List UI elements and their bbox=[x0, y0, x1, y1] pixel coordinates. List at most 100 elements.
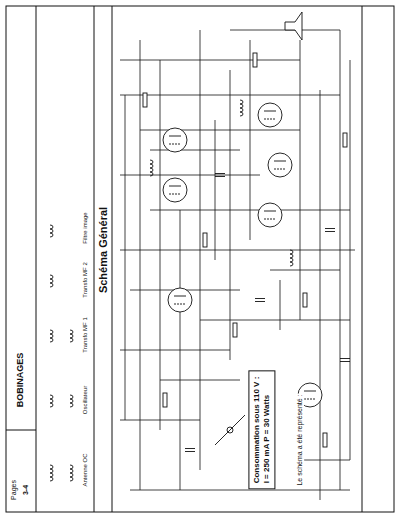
text-label: Le schéma a été représenté : bbox=[296, 393, 304, 486]
coil-winding bbox=[70, 395, 73, 399]
tube-electrode bbox=[274, 161, 286, 162]
switch-blade bbox=[215, 430, 230, 445]
wire bbox=[340, 30, 341, 490]
coil-winding bbox=[50, 225, 53, 229]
resistor-symbol bbox=[253, 53, 257, 67]
coil-winding bbox=[70, 334, 73, 338]
capacitor-symbol bbox=[325, 231, 335, 232]
wire bbox=[270, 270, 340, 271]
capacitor-symbol bbox=[185, 451, 195, 452]
coil-winding bbox=[50, 395, 53, 399]
tube-electrode bbox=[169, 186, 181, 187]
coil-winding bbox=[50, 403, 53, 407]
coil-winding bbox=[50, 465, 53, 469]
wire bbox=[300, 460, 350, 461]
coil-winding bbox=[50, 330, 53, 334]
resistor-symbol bbox=[343, 133, 347, 147]
tube-electrode bbox=[264, 211, 276, 212]
coil-winding bbox=[150, 168, 153, 172]
wire bbox=[320, 90, 321, 500]
coil-winding bbox=[50, 229, 53, 233]
wire bbox=[230, 70, 231, 360]
wire bbox=[125, 95, 126, 420]
tube-electrode bbox=[304, 391, 316, 392]
coil-winding bbox=[50, 473, 53, 477]
text-label: Filtre image bbox=[82, 211, 89, 244]
capacitor-symbol bbox=[340, 358, 350, 359]
wire bbox=[120, 175, 260, 176]
coil-winding bbox=[70, 399, 73, 403]
tube-grid bbox=[304, 399, 316, 400]
frame-divider bbox=[6, 430, 36, 431]
note-box: Consommation sous 110 V :I = 250 mA P = … bbox=[248, 371, 275, 490]
coil-winding bbox=[70, 477, 73, 481]
coil-winding bbox=[50, 283, 53, 287]
coil-winding bbox=[70, 465, 73, 469]
coil-winding bbox=[70, 473, 73, 477]
text-label: Oscillateur bbox=[82, 385, 89, 415]
tube-grid bbox=[264, 219, 276, 220]
text-label: Pages bbox=[10, 479, 18, 501]
speaker-symbol bbox=[285, 12, 302, 40]
coil-winding bbox=[150, 172, 153, 176]
coil-winding bbox=[50, 275, 53, 279]
wire bbox=[300, 40, 301, 320]
coil-winding bbox=[240, 100, 243, 104]
frame-divider bbox=[112, 6, 113, 512]
coil-winding bbox=[70, 330, 73, 334]
coil-winding bbox=[50, 399, 53, 403]
tube-grid bbox=[169, 144, 181, 145]
wire bbox=[200, 320, 350, 321]
tube-envelope bbox=[168, 288, 192, 312]
page-frame bbox=[6, 6, 394, 512]
capacitor-symbol bbox=[255, 301, 265, 302]
wire bbox=[280, 280, 281, 330]
coil-winding bbox=[240, 104, 243, 108]
coil-winding bbox=[290, 262, 293, 266]
resistor-symbol bbox=[203, 233, 207, 247]
tube-envelope bbox=[268, 153, 292, 177]
coil-winding bbox=[70, 338, 73, 342]
text-label: Antenne OC bbox=[82, 452, 89, 487]
coil-winding bbox=[50, 338, 53, 342]
coil-winding bbox=[50, 334, 53, 338]
wire bbox=[120, 350, 230, 351]
tube-electrode bbox=[169, 136, 181, 137]
tube-grid bbox=[174, 304, 186, 305]
frame-divider bbox=[94, 6, 95, 512]
text-label: 3-4 bbox=[22, 484, 30, 496]
wire bbox=[180, 210, 181, 490]
switch-blade bbox=[230, 415, 245, 430]
coil-winding bbox=[290, 250, 293, 254]
coil-winding bbox=[50, 279, 53, 283]
note-text: I = 250 mA P = 30 Watts bbox=[262, 377, 272, 484]
resistor-symbol bbox=[163, 393, 167, 407]
resistor-symbol bbox=[143, 93, 147, 107]
coil-winding bbox=[240, 108, 243, 112]
text-label: Transfo MF 2 bbox=[82, 261, 89, 298]
coil-winding bbox=[290, 258, 293, 262]
resistor-symbol bbox=[233, 323, 237, 337]
coil-winding bbox=[70, 403, 73, 407]
tube-grid bbox=[169, 194, 181, 195]
diagram-title: Schéma Général bbox=[97, 206, 109, 294]
capacitor-symbol bbox=[340, 361, 350, 362]
tube-grid bbox=[274, 169, 286, 170]
resistor-symbol bbox=[323, 433, 327, 447]
capacitor-symbol bbox=[325, 228, 335, 229]
text-label: BOBINAGES bbox=[16, 352, 26, 409]
wire bbox=[140, 40, 141, 490]
wire bbox=[130, 490, 350, 491]
note-text: Consommation sous 110 V : bbox=[252, 377, 262, 484]
wire bbox=[140, 130, 300, 131]
tube-electrode bbox=[174, 296, 186, 297]
wire bbox=[200, 30, 201, 470]
capacitor-symbol bbox=[215, 176, 225, 177]
coil-winding bbox=[240, 112, 243, 116]
coil-winding bbox=[50, 477, 53, 481]
capacitor-symbol bbox=[215, 173, 225, 174]
tube-envelope bbox=[163, 178, 187, 202]
wire bbox=[160, 60, 161, 430]
resistor-symbol bbox=[303, 293, 307, 307]
